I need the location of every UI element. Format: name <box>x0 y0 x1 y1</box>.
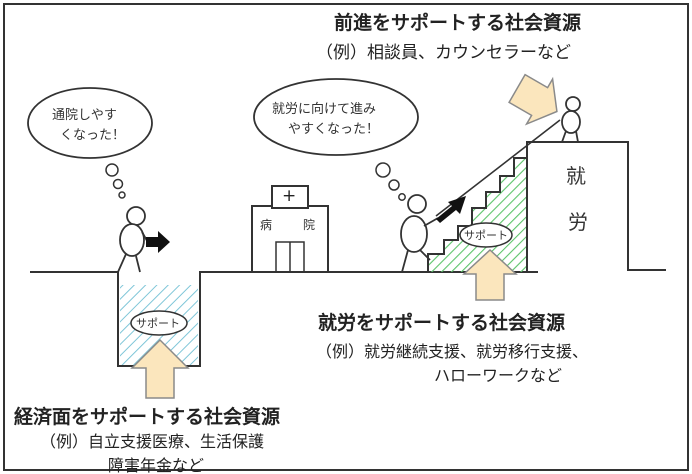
middle-thought-bubble <box>253 78 419 201</box>
top-support-arrow <box>508 73 558 126</box>
hospital-cross: + <box>282 186 297 206</box>
stairs-outline <box>427 157 528 272</box>
left-bubble-line-1: 通院しやす <box>52 108 117 123</box>
economic-resource-example-1: （例）自立支援医療、生活保護 <box>40 432 265 451</box>
hospital-label-right: 院 <box>303 218 316 232</box>
building-label-2: 労 <box>568 210 588 234</box>
middle-bubble-line-2: やすくなった！ <box>288 122 380 137</box>
stairs-support-arrow <box>462 248 518 301</box>
middle-bubble-line-1: 就労に向けて進み <box>272 102 377 117</box>
pit-support-tag-outline <box>130 310 188 336</box>
stairs-support-tag-outline <box>459 222 513 248</box>
economic-resource-example-2: 障害年金など <box>108 456 205 474</box>
helper-person <box>561 96 581 143</box>
work-building <box>526 141 666 272</box>
work-resource-example-2: ハローワークなど <box>434 366 563 385</box>
hospital <box>251 185 329 273</box>
stairs-support-tag: サポート <box>464 229 508 242</box>
building-label-1: 就 <box>566 164 586 188</box>
walk-forward-arrow <box>146 231 170 253</box>
work-resource-title: 就労をサポートする社会資源 <box>318 312 566 334</box>
economic-resource-title: 経済面をサポートする社会資源 <box>14 406 281 428</box>
hospital-label-left: 病 <box>260 218 273 232</box>
top-resource-title: 前進をサポートする社会資源 <box>334 12 582 34</box>
walking-person <box>117 206 151 273</box>
left-thought-bubble <box>27 87 153 199</box>
pit-support-tag: サポート <box>136 317 180 330</box>
pit-support-arrow <box>130 338 190 399</box>
top-resource-example: （例）相談員、カウンセラーなど <box>316 43 571 63</box>
left-bubble-line-2: くなった！ <box>60 128 126 143</box>
climbing-person <box>400 194 439 273</box>
climb-arrow <box>436 196 466 223</box>
work-resource-example-1: （例）就労継続支援、就労移行支援、 <box>316 342 589 361</box>
frame-border <box>3 3 689 471</box>
